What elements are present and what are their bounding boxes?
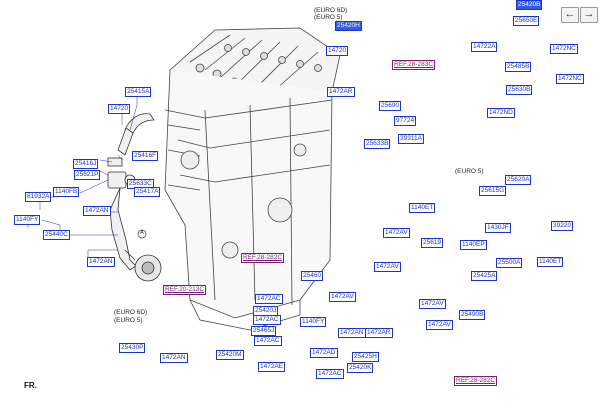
part-25425h[interactable]: 25425H bbox=[352, 352, 379, 362]
front-label: FR. bbox=[24, 381, 37, 390]
part-1472av-a[interactable]: 1472AV bbox=[383, 228, 410, 238]
part-25416f[interactable]: 25416F bbox=[132, 151, 159, 161]
engine-block-illustration bbox=[164, 27, 341, 331]
part-1472ae[interactable]: 1472AE bbox=[258, 362, 286, 372]
part-1472nd[interactable]: 1472ND bbox=[487, 108, 515, 118]
note-euro6d-bottom: (EURO 6D) bbox=[114, 309, 148, 316]
part-25415a[interactable]: 25415A bbox=[125, 87, 152, 97]
part-1472nc-b[interactable]: 1472NC bbox=[556, 74, 584, 84]
ref-28-282c-b[interactable]: REF.28-282C bbox=[454, 376, 498, 386]
note-euro6d-top: (EURO 6D) bbox=[314, 7, 348, 14]
part-25430p[interactable]: 25430P bbox=[119, 343, 146, 353]
part-25650e[interactable]: 25650E bbox=[513, 16, 540, 26]
arrow-left-icon: ← bbox=[564, 8, 576, 20]
note-euro5-top: (EURO 5) bbox=[314, 14, 343, 21]
part-25490b[interactable]: 25490B bbox=[459, 310, 486, 320]
ref-28-283c[interactable]: REF.28-283C bbox=[392, 60, 436, 70]
part-25440c[interactable]: 25440C bbox=[43, 230, 70, 240]
part-1472ar-a[interactable]: 1472AR bbox=[327, 87, 355, 97]
previous-diagram-button[interactable]: ← bbox=[561, 7, 579, 23]
part-1472ar-b[interactable]: 1472AR bbox=[365, 328, 393, 338]
part-25619[interactable]: 25619 bbox=[421, 238, 444, 248]
part-14720-b[interactable]: 14720 bbox=[326, 46, 349, 56]
part-1472av-e[interactable]: 1472AV bbox=[426, 320, 453, 330]
next-diagram-button[interactable]: → bbox=[580, 7, 598, 23]
part-14720-a[interactable]: 14720 bbox=[108, 104, 131, 114]
note-euro5-right: (EURO 5) bbox=[455, 168, 484, 175]
part-1472ac-d[interactable]: 1472AC bbox=[316, 369, 344, 379]
part-39311a[interactable]: 39311A bbox=[398, 134, 424, 144]
part-1140fb[interactable]: 1140FB bbox=[53, 187, 80, 197]
part-25417a[interactable]: 25417A bbox=[134, 187, 161, 197]
part-1472ac-b[interactable]: 1472AC bbox=[253, 315, 281, 325]
arrow-right-icon: → bbox=[583, 8, 595, 20]
part-1140et-b[interactable]: 1140ET bbox=[537, 257, 564, 267]
part-14722a[interactable]: 14722A bbox=[471, 42, 498, 52]
part-25621p[interactable]: 25621P bbox=[74, 170, 101, 180]
part-25633b[interactable]: 25633B bbox=[364, 139, 391, 149]
part-25416j[interactable]: 25416J bbox=[73, 159, 99, 169]
part-25620a[interactable]: 25620A bbox=[505, 175, 532, 185]
part-25420b[interactable]: 25420B bbox=[516, 0, 543, 10]
part-1472ac-c[interactable]: 1472AC bbox=[254, 336, 282, 346]
part-1472av-c[interactable]: 1472AV bbox=[329, 292, 356, 302]
part-1140fy-a[interactable]: 1140FY bbox=[14, 215, 41, 225]
part-1430jf[interactable]: 1430JF bbox=[485, 223, 511, 233]
detail-label-a: A bbox=[140, 230, 144, 236]
part-1140et-a[interactable]: 1140ET bbox=[409, 203, 436, 213]
part-1472an-d[interactable]: 1472AN bbox=[160, 353, 188, 363]
note-euro5-bottom: (EURO 5) bbox=[114, 317, 143, 324]
part-25465j[interactable]: 25465J bbox=[251, 326, 277, 336]
part-1472av-b[interactable]: 1472AV bbox=[374, 262, 401, 272]
part-25630b[interactable]: 25630B bbox=[506, 85, 533, 95]
part-1472ac-a[interactable]: 1472AC bbox=[255, 294, 283, 304]
detail-circle-a bbox=[137, 229, 147, 239]
upper-left-hose bbox=[107, 113, 155, 271]
ref-28-282c-a[interactable]: REF.28-282C bbox=[241, 253, 285, 263]
part-25420k[interactable]: 25420K bbox=[347, 363, 374, 373]
part-25420h[interactable]: 25420H bbox=[335, 21, 362, 31]
part-1472ad[interactable]: 1472AD bbox=[310, 348, 338, 358]
part-1140ep[interactable]: 1140EP bbox=[460, 240, 487, 250]
part-25420m[interactable]: 25420M bbox=[216, 350, 244, 360]
part-1472nc-a[interactable]: 1472NC bbox=[550, 44, 578, 54]
part-81932a[interactable]: 81932A bbox=[25, 192, 52, 202]
part-25460[interactable]: 25460 bbox=[301, 271, 324, 281]
part-25485b[interactable]: 25485B bbox=[505, 62, 532, 72]
part-25425a[interactable]: 25425A bbox=[471, 271, 498, 281]
part-97724[interactable]: 97724 bbox=[394, 116, 417, 126]
part-25615g[interactable]: 25615G bbox=[479, 186, 507, 196]
part-1472av-d[interactable]: 1472AV bbox=[419, 299, 446, 309]
part-1472an-c[interactable]: 1472AN bbox=[338, 328, 366, 338]
part-39220[interactable]: 39220 bbox=[551, 221, 574, 231]
water-pump-pulley bbox=[124, 249, 162, 282]
ref-20-213c[interactable]: REF.20-213C bbox=[163, 285, 207, 295]
part-25690[interactable]: 25690 bbox=[379, 101, 402, 111]
part-25500a[interactable]: 25500A bbox=[496, 258, 523, 268]
part-1472an-b[interactable]: 1472AN bbox=[87, 257, 115, 267]
part-1140fy-b[interactable]: 1140FY bbox=[300, 317, 327, 327]
part-1472an-a[interactable]: 1472AN bbox=[83, 206, 111, 216]
